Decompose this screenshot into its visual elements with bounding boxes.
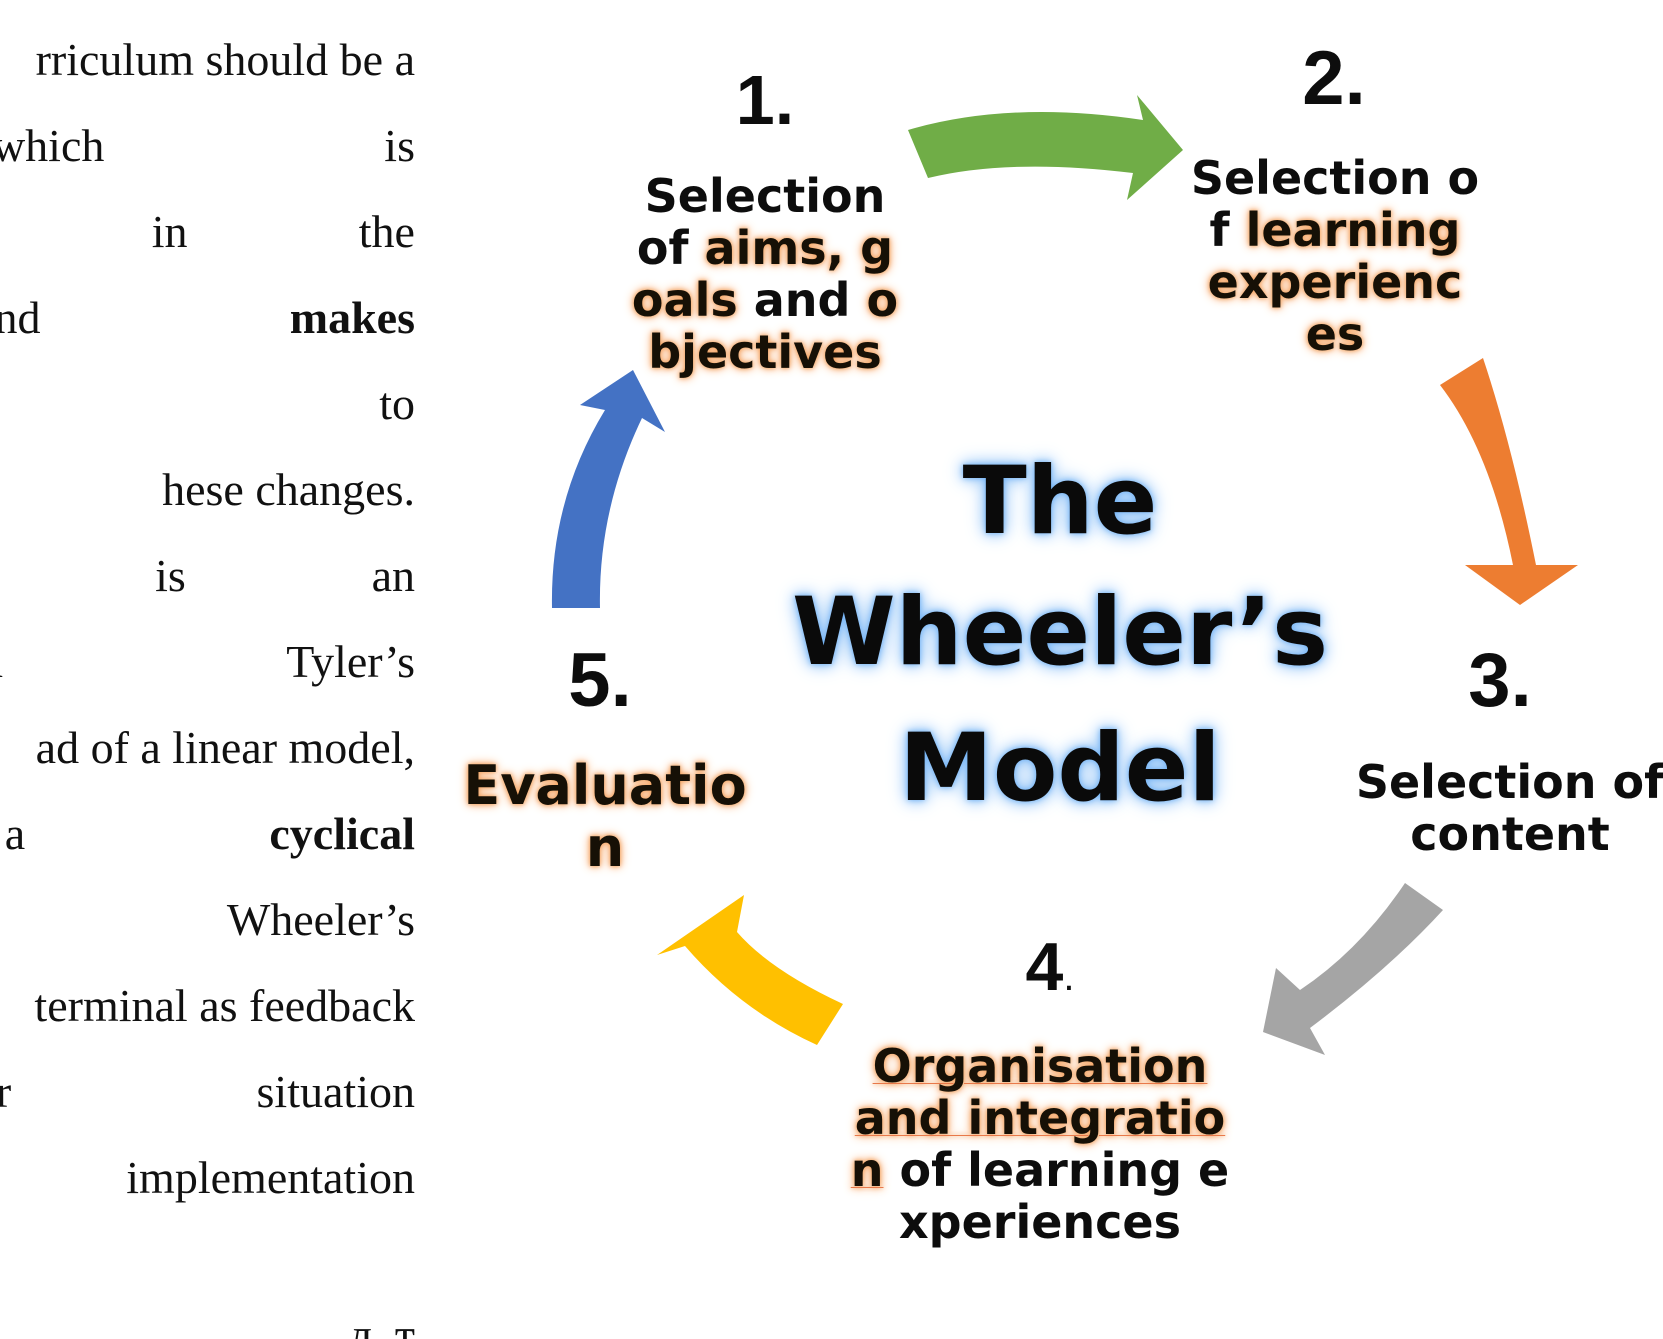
body-text-word: the: [358, 206, 415, 257]
body-text-line: sectorandmakes: [0, 288, 415, 348]
body-text-line: ısimplementation: [0, 1148, 415, 1208]
body-text-word: is: [384, 120, 415, 171]
arrow-4-to-5: [657, 895, 843, 1045]
step-label-part: learning experienc es: [1207, 203, 1463, 361]
step-label-part: Evaluatio n: [463, 754, 747, 879]
diagram-title-line-3: Model: [899, 714, 1221, 823]
body-text-word: in: [151, 206, 188, 257]
body-text-line: hese changes.: [0, 460, 415, 520]
body-text-line: ad of a linear model,: [0, 718, 415, 778]
body-text-word: is: [155, 550, 186, 601]
body-text-line: helpsforsituation: [0, 1062, 415, 1122]
step-5-number: 5.: [568, 638, 632, 723]
step-label-part: Selection of: [636, 169, 886, 275]
body-text-word: for: [0, 1066, 12, 1117]
body-text-line: adjustmentsto: [0, 374, 415, 434]
step-4-number-digit: 4: [1025, 929, 1064, 1005]
body-text-word: a: [4, 808, 26, 859]
diagram-title-line-2: Wheeler’s: [791, 578, 1329, 687]
step-label-part: Selection of content: [1355, 755, 1663, 861]
body-text-line: л .т: [0, 1305, 415, 1339]
step-4-label: Organisation and integration of learning…: [850, 1040, 1230, 1248]
step-5-label: Evaluatio n: [455, 755, 755, 879]
step-3-number: 3.: [1468, 638, 1532, 723]
body-text-line: uationinWheeler’s: [0, 890, 415, 950]
body-text-line: tochangesinthe: [0, 202, 415, 262]
step-2-label: Selection of learning experienc es: [1190, 152, 1480, 360]
step-label-part: aims, goals: [631, 221, 894, 327]
body-text-line: hismodelisan: [0, 546, 415, 606]
step-4-number: 4.: [980, 928, 1120, 1016]
step-1-number: 1.: [735, 61, 795, 139]
step-1-label: Selection of aims, goals and objectives: [625, 170, 905, 378]
body-text-line: cyclewhichis: [0, 116, 415, 176]
step-3-label: Selection of content: [1350, 756, 1663, 860]
diagram-title-line-1: The: [962, 447, 1158, 556]
body-text-word: which: [0, 120, 105, 171]
body-text-line: velopedacyclical: [0, 804, 415, 864]
body-text-column: rriculum should be acyclewhichistochange…: [0, 0, 415, 1339]
body-text-word: and: [0, 292, 41, 343]
body-text-line: tuponTyler’s: [0, 632, 415, 692]
arrow-5-to-1: [551, 370, 665, 608]
arrow-1-to-2: [908, 95, 1183, 200]
arrow-2-to-3: [1440, 358, 1578, 605]
arrow-3-to-4: [1263, 883, 1443, 1055]
step-label-part: of learning experiences: [883, 1143, 1230, 1249]
body-text-word: makes: [289, 292, 415, 343]
body-text-word: situation: [256, 1066, 415, 1117]
body-text-word: hese changes.: [162, 464, 415, 515]
step-label-part: Selection of: [1190, 151, 1480, 257]
body-text-word: upon: [0, 632, 3, 692]
step-label-part: objectives: [648, 273, 899, 379]
body-text-word: Wheeler’s: [226, 894, 415, 945]
body-text-word: implementation: [126, 1152, 415, 1203]
step-label-part: Organisation and integration: [850, 1039, 1226, 1197]
step-4-number-period: .: [1063, 955, 1075, 999]
body-text-word: rriculum should be a: [35, 34, 415, 85]
body-text-word: to: [379, 378, 415, 429]
step-label-part: and: [737, 273, 867, 327]
body-text-word: an: [371, 550, 415, 601]
body-text-word: л .т: [348, 1309, 415, 1339]
body-text-line: terminal as feedback: [0, 976, 415, 1036]
body-text-word: cyclical: [269, 808, 415, 859]
body-text-word: ad of a linear model,: [35, 722, 415, 773]
body-text-word: Tyler’s: [286, 636, 415, 687]
body-text-word: terminal as feedback: [34, 980, 415, 1031]
step-2-number: 2.: [1302, 36, 1366, 121]
body-text-line: rriculum should be a: [0, 30, 415, 90]
